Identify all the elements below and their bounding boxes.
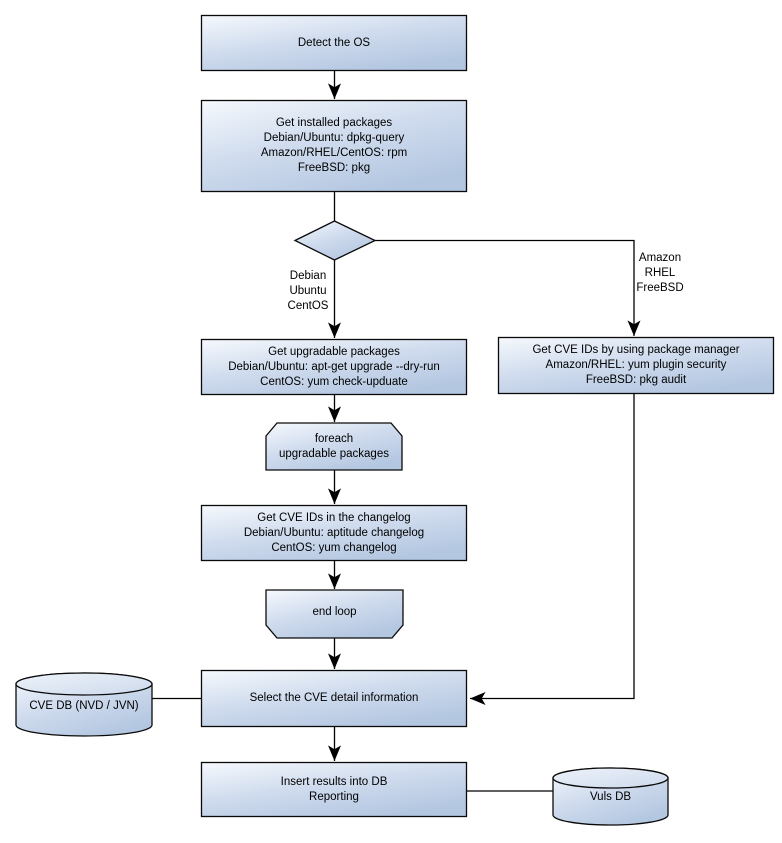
cve-db-cylinder-top	[15, 672, 153, 696]
get-upgradable-packages-box	[200, 338, 468, 396]
edge-decision-to-pkg-manager	[375, 239, 641, 336]
foreach-loop-start-shape	[265, 422, 403, 471]
edge-pkg-manager-to-select	[470, 394, 635, 705]
detect-os-box	[200, 14, 468, 72]
select-cve-detail-box	[200, 669, 468, 728]
vuls-db-cylinder-top	[552, 767, 669, 789]
left-branch-label: Debian Ubuntu CentOS	[287, 270, 329, 312]
end-loop-shape	[265, 589, 404, 639]
get-installed-packages-box	[200, 99, 468, 193]
node-shape-group	[15, 14, 775, 826]
connector-group	[152, 71, 641, 792]
insert-results-box	[200, 761, 468, 818]
right-branch-label: Amazon RHEL FreeBSD	[636, 252, 684, 294]
get-cve-package-manager-box	[497, 336, 775, 395]
os-decision-diamond	[293, 220, 377, 261]
get-cve-changelog-box	[200, 504, 468, 562]
